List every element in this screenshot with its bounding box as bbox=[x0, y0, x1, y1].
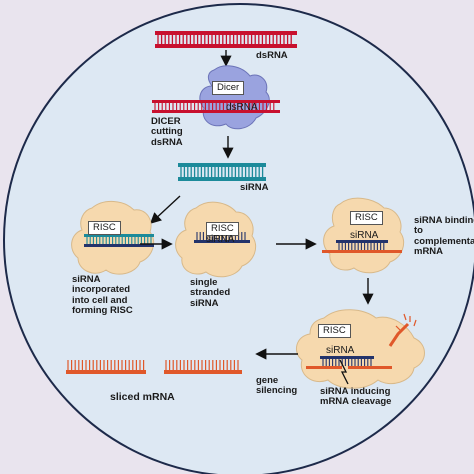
label-sirna-3: siRNA bbox=[350, 230, 379, 241]
label-step-single: single stranded siRNA bbox=[190, 277, 231, 309]
label-risc-1: RISC bbox=[88, 221, 121, 236]
label-dicer-dsrna: dsRNA bbox=[226, 102, 258, 113]
label-risc-2: RISC bbox=[206, 222, 239, 237]
label-dicer-cutting: DICER cutting dsRNA bbox=[151, 116, 183, 148]
label-step-incorporated: siRNA incorporated into cell and forming… bbox=[72, 274, 133, 316]
label-step-cleavage: siRNA inducing mRNA cleavage bbox=[320, 386, 392, 408]
label-step-silencing: gene silencing bbox=[256, 375, 298, 397]
risc-1-duplex bbox=[84, 234, 154, 247]
sliced-mrna-right bbox=[164, 360, 242, 374]
risc-complex-2 bbox=[175, 201, 257, 278]
label-sirna-2: siRNA bbox=[206, 234, 235, 245]
sliced-mrna-left bbox=[66, 360, 146, 374]
risc-complex-3 bbox=[323, 197, 405, 274]
dsrna-in-dicer bbox=[152, 100, 280, 113]
label-sirna-4: siRNA bbox=[326, 345, 355, 356]
label-sirna: siRNA bbox=[240, 182, 269, 193]
risc-3-binding bbox=[322, 240, 402, 253]
label-step-binding: siRNA binding to complementary mRNA bbox=[414, 215, 474, 257]
dsrna-top-molecule bbox=[155, 31, 297, 48]
arrow-sirna-to-risc bbox=[149, 195, 181, 224]
label-risc-4: RISC bbox=[318, 324, 351, 339]
label-risc-3: RISC bbox=[350, 211, 383, 226]
label-dicer: Dicer bbox=[212, 81, 245, 96]
cleaved-fragment bbox=[388, 322, 410, 347]
label-dsrna-top: dsRNA bbox=[256, 50, 288, 61]
risc-4-cleavage bbox=[306, 313, 417, 385]
sirna-duplex bbox=[178, 163, 266, 181]
label-sliced-mrna: sliced mRNA bbox=[110, 391, 175, 403]
